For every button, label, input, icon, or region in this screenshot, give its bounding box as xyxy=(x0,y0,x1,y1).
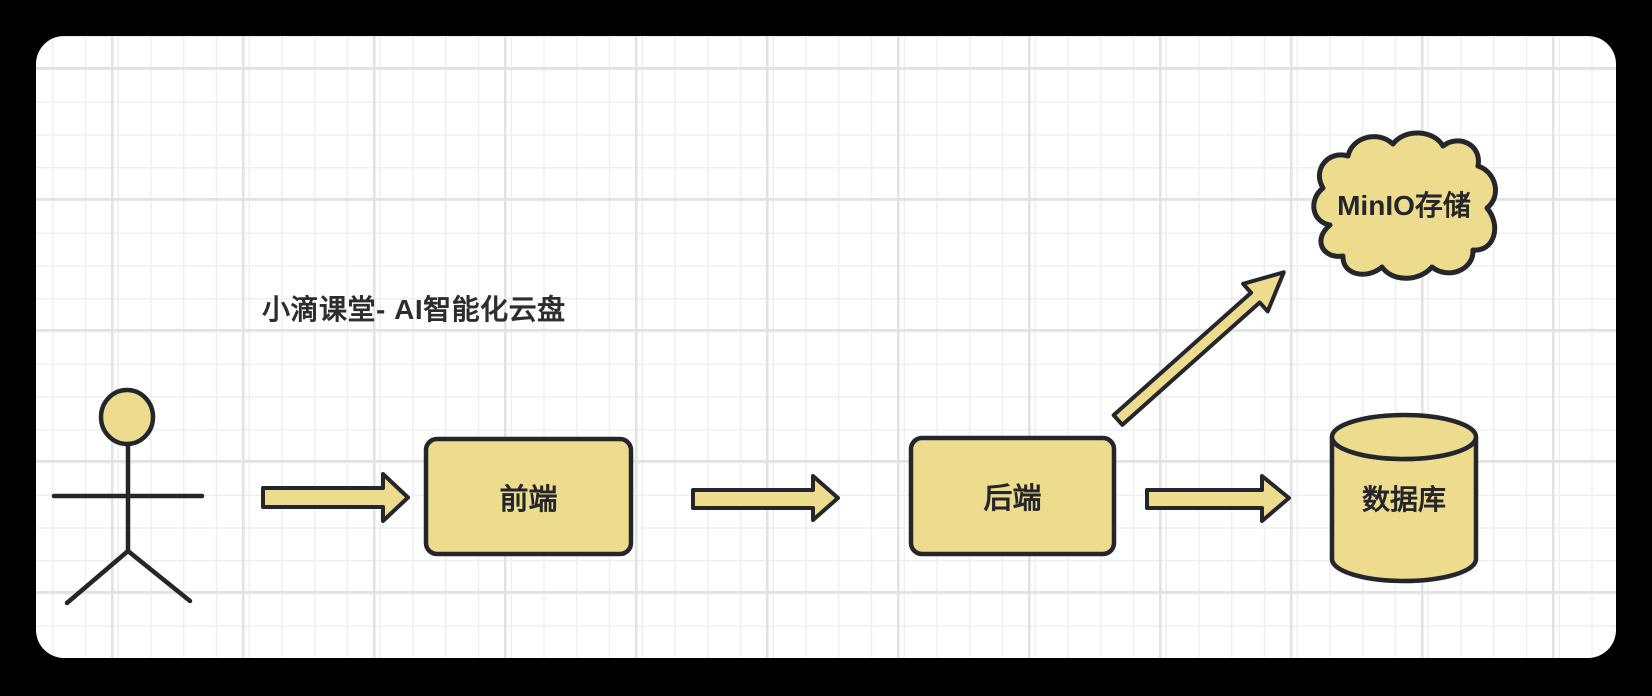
arrow-user-to-frontend-icon xyxy=(261,472,410,523)
arrow-backend-to-minio-icon xyxy=(1111,270,1286,427)
backend-node xyxy=(908,435,1117,557)
actor-head xyxy=(98,387,156,447)
actor-leg-left xyxy=(64,548,131,606)
whiteboard-canvas xyxy=(36,36,1616,658)
arrow-frontend-to-backend-icon xyxy=(691,474,840,522)
minio-cloud-node xyxy=(1311,130,1498,281)
database-cylinder-top xyxy=(1329,412,1479,462)
database-node xyxy=(1329,412,1479,584)
arrow-backend-to-database-icon xyxy=(1145,474,1291,523)
user-actor-figure xyxy=(51,387,205,606)
diagram-title: 小滴课堂- AI智能化云盘 xyxy=(262,294,566,325)
actor-leg-right xyxy=(125,548,193,604)
frontend-node xyxy=(423,436,634,557)
